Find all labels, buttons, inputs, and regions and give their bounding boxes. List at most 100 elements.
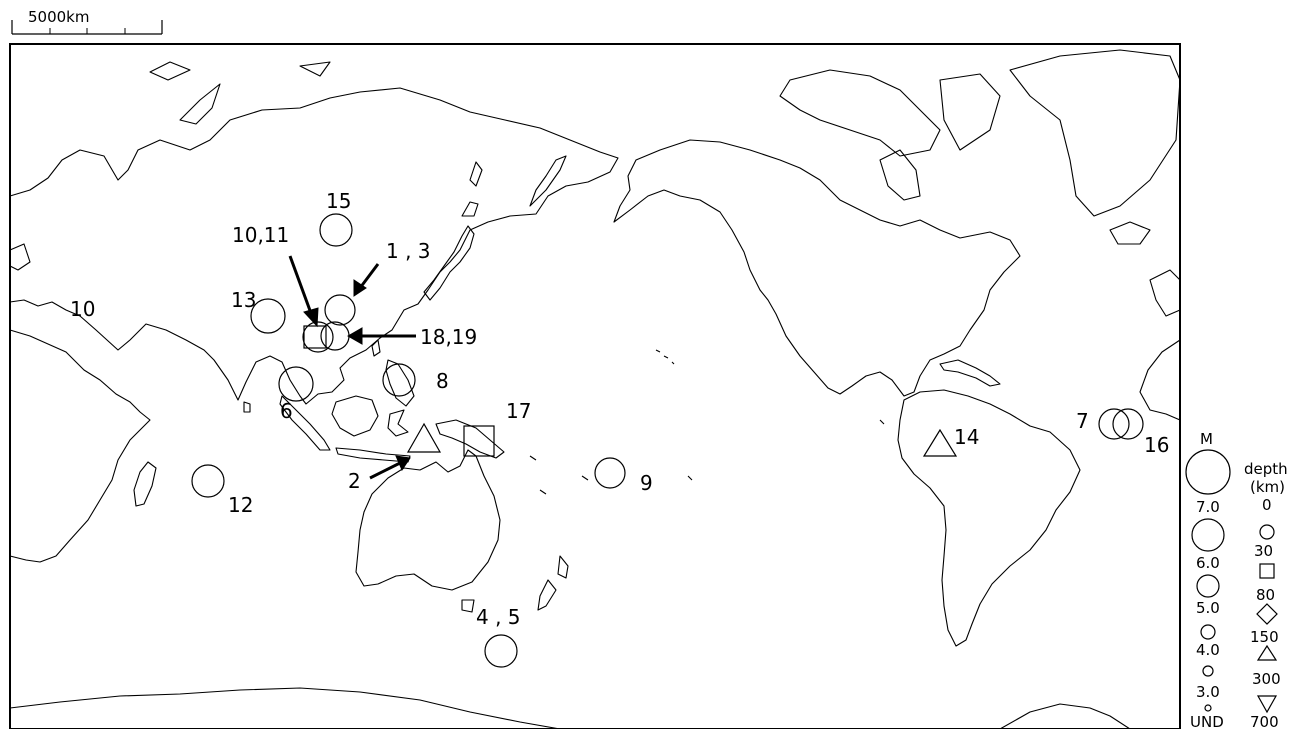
legend-magnitude-title: M bbox=[1200, 430, 1213, 448]
coastline-sulawesi bbox=[387, 409, 409, 437]
legend-depth-title: depth bbox=[1244, 460, 1288, 478]
coastline-philippines bbox=[371, 339, 415, 407]
coastline-greenland bbox=[1009, 49, 1181, 217]
coastline-borneo bbox=[331, 395, 379, 437]
label-1-3: 1 , 3 bbox=[386, 239, 431, 263]
legend-depth-square-symbol bbox=[1259, 563, 1275, 579]
event-7-circle bbox=[1098, 408, 1130, 440]
coastline-sri-lanka bbox=[243, 401, 251, 413]
scale-bar: 5000km bbox=[11, 8, 163, 35]
label-13: 13 bbox=[231, 288, 256, 312]
event-1-circle bbox=[324, 294, 356, 326]
label-4-5: 4 , 5 bbox=[476, 605, 521, 629]
legend-depth-inverted-triangle-symbol bbox=[1256, 695, 1278, 714]
legend-depth-diamond-symbol bbox=[1256, 603, 1278, 625]
coastline-madagascar bbox=[133, 461, 157, 507]
event-8-circle bbox=[382, 363, 416, 397]
coastline-new-guinea bbox=[435, 419, 505, 459]
coastline-java bbox=[335, 447, 411, 463]
coastline-novaya-zemlya bbox=[149, 61, 331, 125]
label-18-19: 18,19 bbox=[420, 325, 477, 349]
coastline-tasmania bbox=[461, 599, 475, 613]
label-2: 2 bbox=[348, 469, 361, 493]
legend-depth-30-label: 30 bbox=[1254, 542, 1273, 560]
event-4-circle bbox=[484, 634, 518, 668]
event-9-circle bbox=[594, 457, 626, 489]
legend-und-label: UND bbox=[1190, 713, 1224, 729]
legend-depth-circle-symbol bbox=[1259, 524, 1275, 540]
label-8: 8 bbox=[436, 369, 449, 393]
event-12-circle bbox=[191, 464, 225, 498]
arrow-10-11-head bbox=[303, 307, 319, 328]
legend-m3-symbol bbox=[1202, 665, 1214, 677]
label-14: 14 bbox=[954, 425, 979, 449]
legend-m5-label: 5.0 bbox=[1196, 599, 1220, 617]
legend-depth-triangle-symbol bbox=[1256, 644, 1278, 661]
legend-depth-unit: (km) bbox=[1250, 478, 1285, 496]
event-15-circle bbox=[319, 213, 353, 247]
coastline-kamchatka bbox=[469, 155, 567, 207]
arrow-10-11 bbox=[288, 255, 314, 317]
event-11-square bbox=[303, 325, 327, 349]
event-13-circle bbox=[250, 298, 286, 334]
coastline-pacific-islands bbox=[529, 419, 885, 495]
coastline-australia bbox=[355, 449, 501, 591]
label-9: 9 bbox=[640, 471, 653, 495]
label-7: 7 bbox=[1076, 409, 1089, 433]
legend-m6-symbol bbox=[1191, 518, 1225, 552]
legend-m4-label: 4.0 bbox=[1196, 641, 1220, 659]
legend-m7-symbol bbox=[1185, 449, 1231, 495]
coastline-hudson-bay bbox=[879, 149, 921, 201]
event-symbols bbox=[191, 213, 1144, 668]
event-17-square bbox=[463, 425, 495, 457]
label-10: 10 bbox=[70, 297, 95, 321]
label-15: 15 bbox=[326, 189, 351, 213]
legend-depth-300-label: 300 bbox=[1252, 670, 1281, 688]
arrow-2 bbox=[369, 460, 403, 480]
legend-und-symbol bbox=[1204, 704, 1212, 712]
arrow-1-3-head bbox=[353, 279, 367, 297]
coastline-antarctic-peninsula bbox=[999, 703, 1131, 729]
legend-m5-symbol bbox=[1196, 574, 1220, 598]
coastline-iceland bbox=[1109, 221, 1151, 245]
legend-m4-symbol bbox=[1200, 624, 1216, 640]
coastline-antarctica bbox=[9, 687, 561, 729]
coastline-north-america bbox=[613, 139, 1021, 397]
coastline-japan bbox=[423, 201, 479, 301]
label-12: 12 bbox=[228, 493, 253, 517]
event-14-triangle bbox=[922, 428, 958, 457]
legend-m7-label: 7.0 bbox=[1196, 498, 1220, 516]
event-labels: 15 10,11 1 , 3 13 10 18,19 6 8 17 2 12 9… bbox=[70, 189, 1169, 629]
coastline-arctic-archipelago bbox=[779, 69, 1001, 157]
legend-m6-label: 6.0 bbox=[1196, 554, 1220, 572]
legend-depth-80-label: 80 bbox=[1256, 586, 1275, 604]
coastline-south-america bbox=[897, 389, 1081, 647]
arrow-18-19-head bbox=[346, 327, 363, 345]
map-frame bbox=[9, 43, 1181, 729]
event-10-circle bbox=[302, 321, 334, 353]
event-16-circle bbox=[1112, 408, 1144, 440]
legend-m3-label: 3.0 bbox=[1196, 683, 1220, 701]
legend-depth-150-label: 150 bbox=[1250, 628, 1279, 646]
coastline-west-africa bbox=[1139, 339, 1181, 421]
label-6: 6 bbox=[280, 399, 293, 423]
coastline-africa bbox=[9, 329, 151, 563]
legend-depth-700-label: 700 bbox=[1250, 713, 1279, 729]
coastline-new-zealand bbox=[537, 555, 569, 611]
event-6-circle bbox=[278, 366, 314, 402]
arrows bbox=[288, 255, 416, 480]
scale-bar-label: 5000km bbox=[28, 8, 89, 26]
coastline-hawaii bbox=[655, 349, 675, 365]
coastline-sumatra bbox=[279, 395, 331, 451]
legend-depth-0-label: 0 bbox=[1262, 496, 1272, 514]
legend: M 7.0 6.0 5.0 4.0 3.0 UND depth (km) 0 3… bbox=[1185, 430, 1288, 729]
arrow-2-head bbox=[395, 455, 411, 472]
arrow-1-3 bbox=[358, 263, 380, 289]
coastline-eurasia bbox=[9, 87, 619, 405]
label-10-11: 10,11 bbox=[232, 223, 289, 247]
label-16: 16 bbox=[1144, 433, 1169, 457]
event-2-triangle bbox=[406, 422, 442, 453]
coastlines bbox=[9, 49, 1181, 729]
coastline-caribbean bbox=[939, 359, 1001, 387]
